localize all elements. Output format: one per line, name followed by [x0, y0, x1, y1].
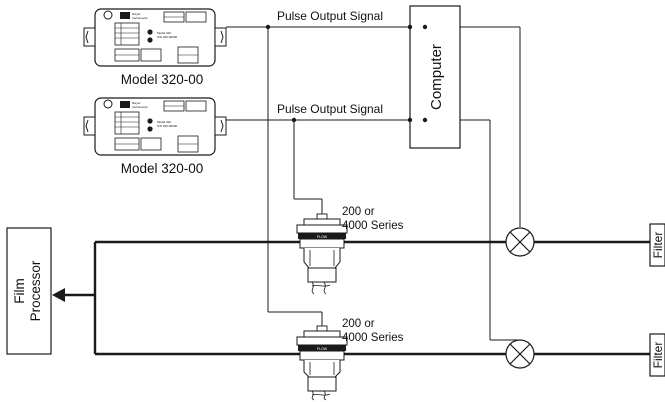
filter-label-2: Filter: [651, 342, 665, 369]
model-label-1: Model 320-00: [121, 72, 204, 87]
filter-box-1: [649, 223, 665, 267]
model-320-unit-2: Dwyer Instruments Model 320 S/N 320-0000…: [83, 97, 227, 156]
film-processor-label-line1: Film: [12, 278, 27, 304]
meter-label-2-line1: 200 or: [342, 318, 375, 330]
signal-wires: [226, 26, 521, 343]
computer-label: Computer: [428, 44, 445, 110]
flow-meter-2: FLOW: [296, 325, 348, 401]
svg-text:Model 320: Model 320: [157, 31, 171, 35]
film-processor-label-line2: Processor: [28, 260, 43, 321]
svg-text:Dwyer: Dwyer: [132, 12, 141, 16]
svg-text:Dwyer: Dwyer: [132, 101, 141, 105]
svg-text:FLOW: FLOW: [317, 235, 328, 239]
meter-label-1-line2: 4000 Series: [342, 220, 404, 232]
svg-text:Instruments: Instruments: [132, 105, 148, 109]
svg-text:Model 320: Model 320: [157, 120, 171, 124]
svg-text:FLOW: FLOW: [317, 347, 328, 351]
process-pipes: [64, 240, 650, 356]
svg-text:S/N 320-00000: S/N 320-00000: [157, 35, 178, 39]
svg-text:Instruments: Instruments: [132, 16, 148, 20]
valve-icon: [505, 339, 535, 369]
film-processor-box: [6, 227, 52, 355]
model-320-unit-1: Dwyer Instruments Model 320 S/N 320-0000…: [83, 8, 227, 67]
flow-meter-1: FLOW: [296, 213, 348, 295]
pulse-signal-label-1: Pulse Output Signal: [277, 9, 383, 23]
svg-text:S/N 320-00000: S/N 320-00000: [157, 124, 178, 128]
filter-box-2: [649, 333, 665, 377]
flow-arrow-icon: [52, 288, 65, 302]
computer-box: [409, 5, 461, 149]
filter-label-1: Filter: [651, 232, 665, 259]
meter-label-1-line1: 200 or: [342, 206, 375, 218]
model-label-2: Model 320-00: [121, 161, 204, 176]
meter-label-2-line2: 4000 Series: [342, 332, 404, 344]
pulse-signal-label-2: Pulse Output Signal: [277, 102, 383, 116]
valve-icon: [505, 227, 535, 257]
